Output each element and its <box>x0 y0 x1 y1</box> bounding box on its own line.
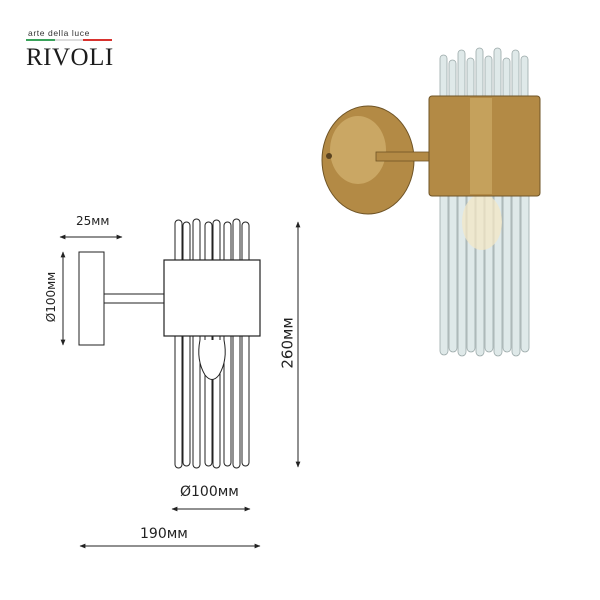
drawing-arm <box>103 293 165 304</box>
brand-logo: arte della luce RIVOLI <box>24 28 114 84</box>
drawing-shade <box>163 259 261 337</box>
brand-name: RIVOLI <box>26 44 114 71</box>
flag-red <box>83 39 113 41</box>
photo-rods-top <box>439 47 529 101</box>
label-height: 260мм <box>278 317 297 369</box>
flag-green <box>26 39 55 41</box>
photo-shade <box>428 95 541 197</box>
label-shade-diameter: Ø100мм <box>180 484 239 500</box>
brand-tagline: arte della luce <box>28 28 90 38</box>
product-photo <box>321 47 541 357</box>
photo-wall-plate-highlight <box>330 116 386 184</box>
flag-white <box>54 39 84 41</box>
photo-bulb-glow <box>462 194 502 250</box>
label-base-diameter: Ø100мм <box>44 271 59 323</box>
drawing-wall-plate <box>78 251 105 346</box>
photo-screw <box>326 153 332 159</box>
drawing-rods-top <box>174 218 250 266</box>
label-total-depth: 190мм <box>140 526 188 542</box>
label-base-depth: 25мм <box>76 214 110 228</box>
italian-flag-stripe <box>26 39 113 41</box>
photo-shade-highlight <box>470 98 492 194</box>
photo-arm <box>375 151 432 162</box>
drawing-bulb <box>198 339 226 380</box>
